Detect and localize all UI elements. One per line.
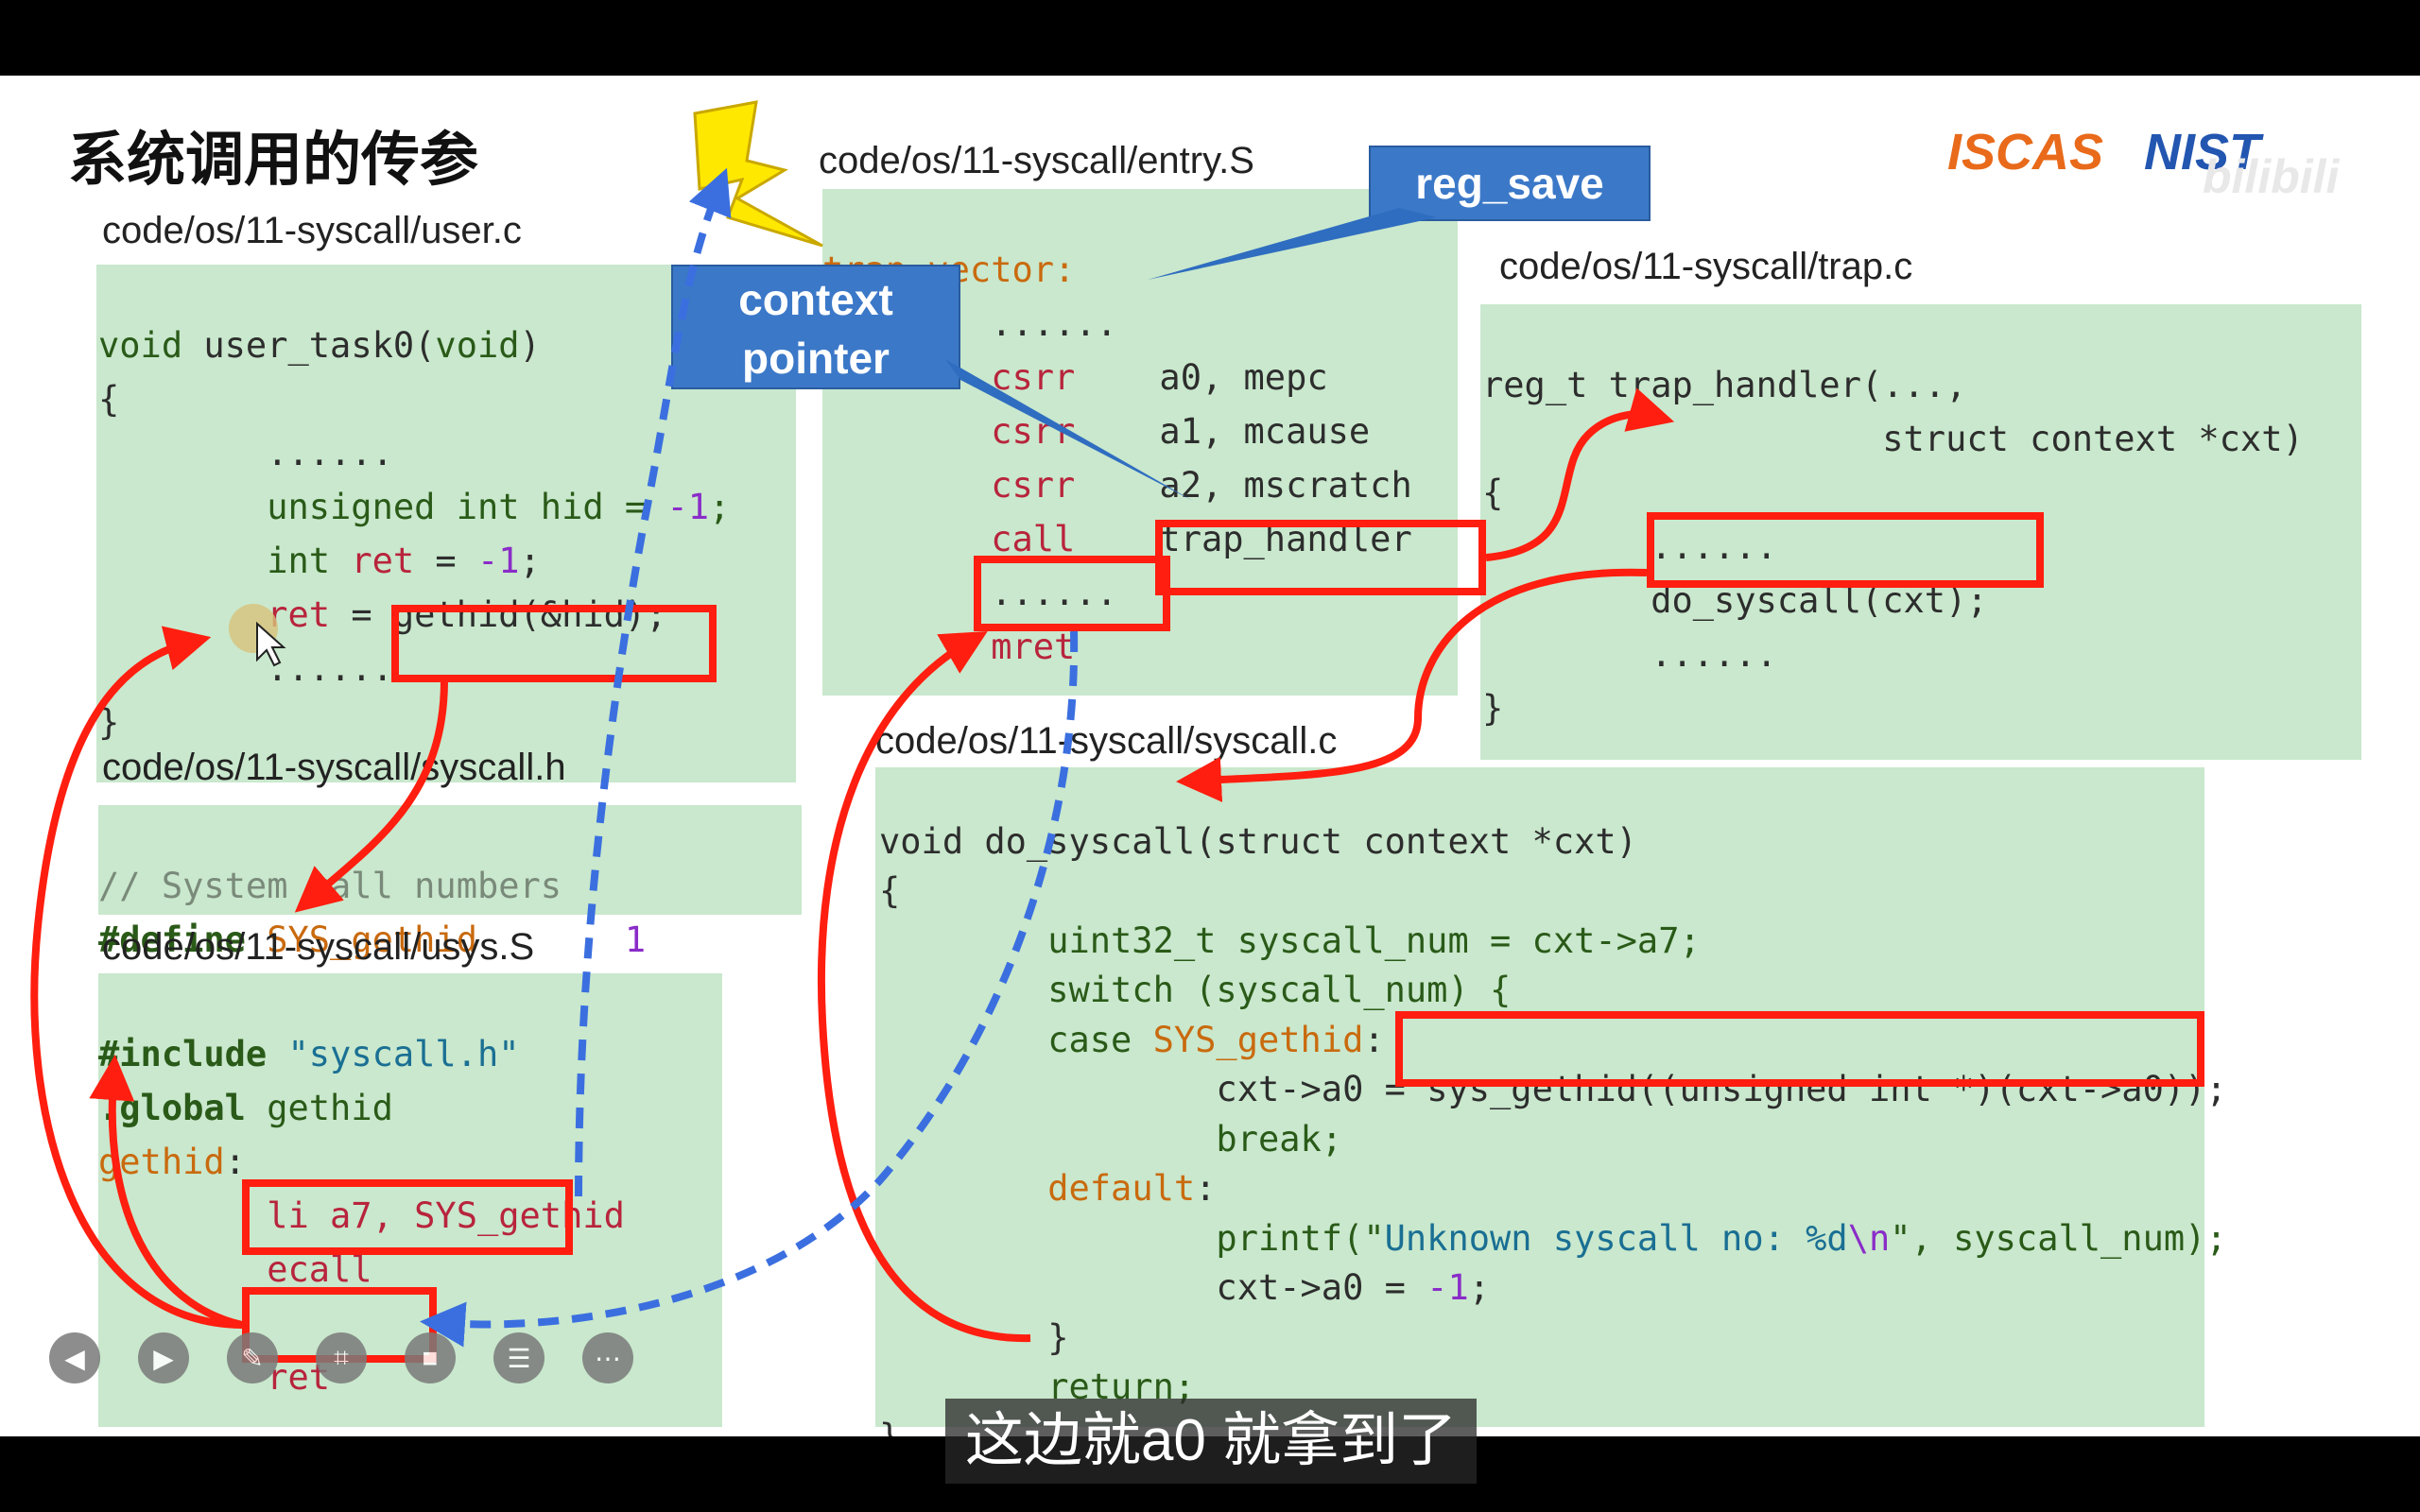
path-syscall-h: code/os/11-syscall/syscall.h [102,747,566,788]
callout-reg-save: reg_save [1369,146,1651,221]
nist-logo: NIST [2144,124,2261,180]
highlight-mret [974,556,1170,631]
more-button[interactable]: ⋯ [582,1332,633,1383]
syscall-c-box [875,767,2204,1427]
path-entry-s: code/os/11-syscall/entry.S [819,140,1254,181]
iscas-logo: ISCAS [1947,124,2104,180]
lightning-icon [693,100,823,248]
highlight-do-syscall [1647,512,2044,588]
player-controls: ◀ ▶ ✎ ⌗ ■ ☰ ⋯ [49,1332,633,1383]
path-trap-c: code/os/11-syscall/trap.c [1499,246,1913,287]
screenshot-button[interactable]: ⌗ [316,1332,367,1383]
path-user-c: code/os/11-syscall/user.c [102,210,522,251]
more-icon: ⋯ [595,1343,621,1373]
highlight-sys-gethid [1395,1011,2204,1087]
highlight-trap-handler [1155,520,1486,595]
play-button[interactable]: ▶ [138,1332,189,1383]
path-usys-s: code/os/11-syscall/usys.S [102,926,535,968]
bilibili-watermark: bilibili [2203,150,2340,203]
subtitle-icon: ☰ [507,1343,531,1373]
video-subtitle: 这边就a0 就拿到了 [945,1399,1477,1484]
camera-button[interactable]: ■ [405,1332,456,1383]
screenshot-icon: ⌗ [334,1342,349,1372]
camera-icon: ■ [422,1343,439,1372]
highlight-ecall [242,1179,573,1255]
callout-context-line1: context [738,275,893,324]
slide: 系统调用的传参 ISCAS NIST bilibili code/os/11-s… [0,76,2420,1436]
prev-slide-button[interactable]: ◀ [49,1332,100,1383]
chevron-left-icon: ◀ [64,1343,85,1373]
play-icon: ▶ [153,1343,174,1373]
slide-title: 系统调用的传参 [68,128,479,193]
path-syscall-c: code/os/11-syscall/syscall.c [875,720,1338,762]
pen-button[interactable]: ✎ [227,1332,278,1383]
trap-c-code: reg_t trap_handler(..., struct context *… [1482,365,2304,729]
pen-icon: ✎ [241,1343,264,1373]
callout-context-line2: pointer [742,334,890,383]
subtitle-button[interactable]: ☰ [493,1332,544,1383]
highlight-gethid-call [391,605,717,682]
syscall-c-code: void do_syscall(struct context *cxt){ ui… [879,820,2227,1437]
callout-context-pointer: context pointer [671,265,960,389]
